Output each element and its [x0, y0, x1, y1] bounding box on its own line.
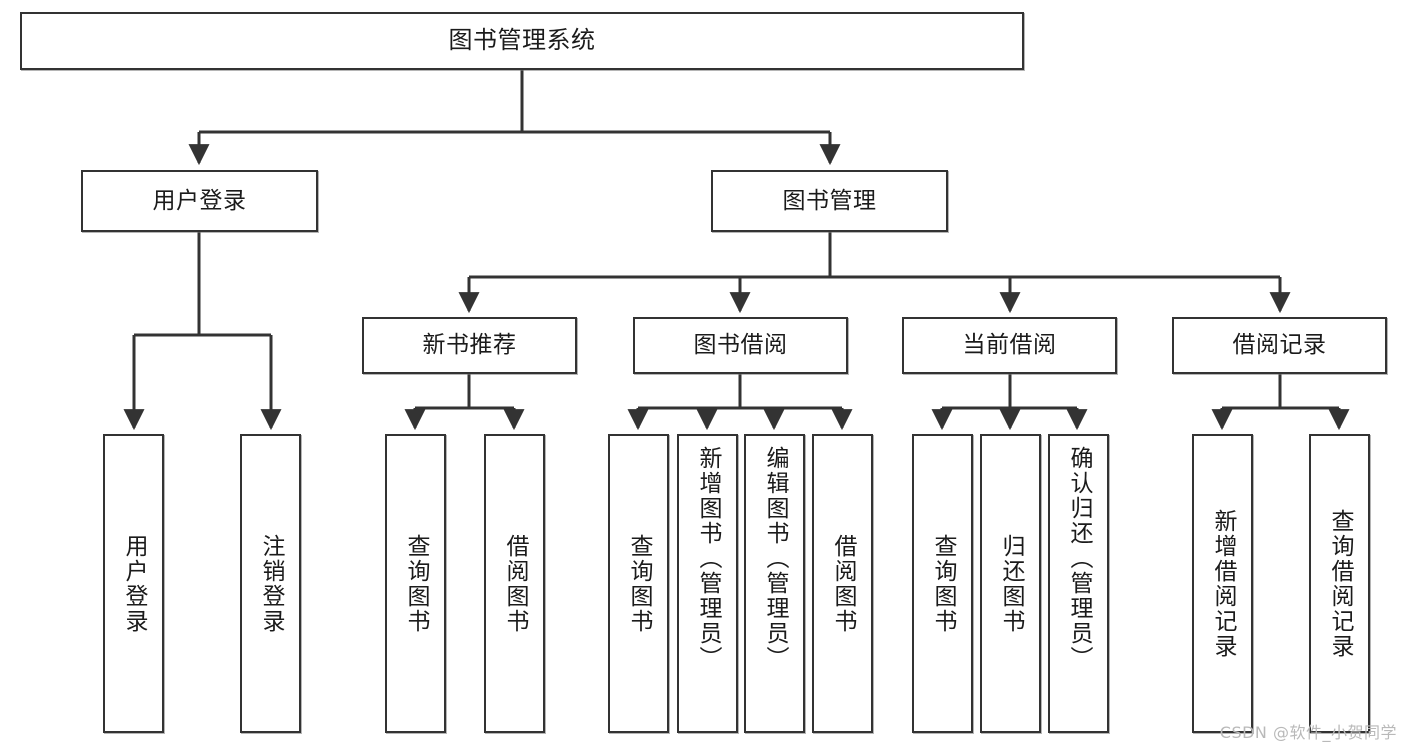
node-leaf-logout-label: 注销登录 — [258, 533, 284, 634]
node-leaf-user-login[interactable]: 用户登录 — [103, 434, 164, 733]
node-book-management[interactable]: 图书管理 — [711, 170, 948, 232]
node-current-borrow-label: 当前借阅 — [962, 332, 1057, 359]
node-leaf-return-book[interactable]: 归还图书 — [980, 434, 1041, 733]
node-leaf-query-book-1-label: 查询图书 — [403, 533, 429, 634]
node-current-borrow[interactable]: 当前借阅 — [902, 317, 1117, 374]
node-leaf-query-record[interactable]: 查询借阅记录 — [1309, 434, 1370, 733]
node-root[interactable]: 图书管理系统 — [20, 12, 1024, 70]
node-leaf-edit-book-label: 编辑图书（管理员） — [762, 446, 788, 671]
node-new-book-recommend-label: 新书推荐 — [422, 332, 517, 359]
node-borrow-record-label: 借阅记录 — [1232, 332, 1327, 359]
node-leaf-borrow-book-2-label: 借阅图书 — [830, 533, 856, 634]
node-leaf-borrow-book-1-label: 借阅图书 — [502, 533, 528, 634]
node-borrow-record[interactable]: 借阅记录 — [1172, 317, 1387, 374]
node-leaf-add-record[interactable]: 新增借阅记录 — [1192, 434, 1253, 733]
node-leaf-user-login-label: 用户登录 — [121, 533, 147, 634]
node-leaf-query-book-3[interactable]: 查询图书 — [912, 434, 973, 733]
node-user-login-label: 用户登录 — [152, 187, 247, 214]
node-leaf-query-book-2-label: 查询图书 — [626, 533, 652, 634]
node-leaf-query-record-label: 查询借阅记录 — [1327, 508, 1353, 659]
node-leaf-borrow-book-2[interactable]: 借阅图书 — [812, 434, 873, 733]
node-leaf-confirm-return-label: 确认归还（管理员） — [1066, 446, 1092, 671]
node-leaf-query-book-3-label: 查询图书 — [930, 533, 956, 634]
node-leaf-edit-book[interactable]: 编辑图书（管理员） — [744, 434, 805, 733]
node-leaf-return-book-label: 归还图书 — [998, 533, 1024, 634]
node-leaf-add-book-label: 新增图书（管理员） — [695, 446, 721, 671]
node-leaf-add-record-label: 新增借阅记录 — [1210, 508, 1236, 659]
node-leaf-logout[interactable]: 注销登录 — [240, 434, 301, 733]
node-book-borrow[interactable]: 图书借阅 — [633, 317, 848, 374]
node-leaf-confirm-return[interactable]: 确认归还（管理员） — [1048, 434, 1109, 733]
node-leaf-query-book-2[interactable]: 查询图书 — [608, 434, 669, 733]
node-leaf-borrow-book-1[interactable]: 借阅图书 — [484, 434, 545, 733]
node-book-borrow-label: 图书借阅 — [693, 332, 788, 359]
node-user-login[interactable]: 用户登录 — [81, 170, 318, 232]
node-leaf-query-book-1[interactable]: 查询图书 — [385, 434, 446, 733]
node-leaf-add-book[interactable]: 新增图书（管理员） — [677, 434, 738, 733]
node-book-management-label: 图书管理 — [782, 187, 877, 214]
csdn-watermark: CSDN @软件_小贺同学 — [1219, 723, 1397, 742]
node-new-book-recommend[interactable]: 新书推荐 — [362, 317, 577, 374]
node-root-label: 图书管理系统 — [448, 26, 596, 55]
